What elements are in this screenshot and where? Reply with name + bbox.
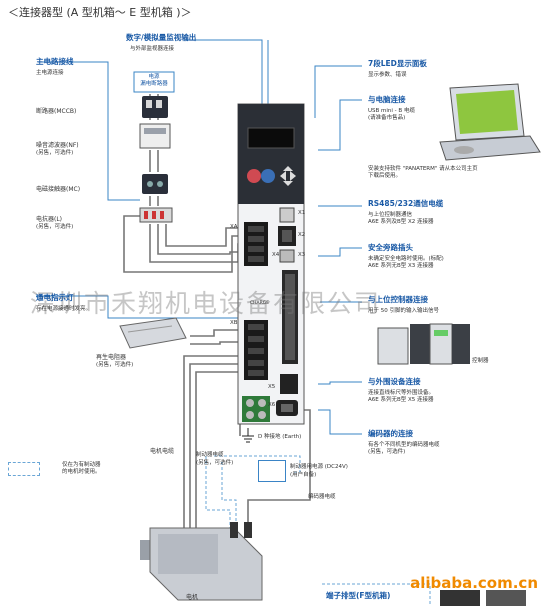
motor-cable-label: 电机电缆 [150,448,175,455]
encoder-cable-label: 编码器电缆 [308,494,336,500]
dash-legend-box [8,462,40,476]
rs485-sub: 与上位控制器通信 A6E 系列及B型 X2 连接器 [368,212,434,225]
brake-cable-label: 制动器电缆 [196,452,224,458]
main-power-title: 主电路接线 [36,57,74,66]
right-button [290,171,296,181]
host-title: 与上位控制器连接 [368,295,428,304]
safety-title: 安全旁路插头 [368,243,413,252]
mode-button [247,169,261,183]
brake-power-sub: (用户自备) [290,472,317,478]
noise-filter-icon [139,123,171,149]
leader-monitor [186,39,263,118]
pc-sub: USB mini - B 电缆 (请准备市售品) [368,108,415,121]
port-x3: X3 [298,252,306,258]
left-button [280,171,286,181]
ground-label: D 种接地 (Earth) [258,434,302,440]
page-title: ＜连接器型 (A 型机箱～ E 型机箱 )＞ [8,6,192,19]
leader-pc [318,99,362,151]
external-title: 与外围设备连接 [368,377,421,386]
monitor-output-sub: 与外部监视器连接 [130,46,175,52]
pc-title: 与电脑连接 [368,95,406,104]
noise-filter-sub: (另售，可选件) [36,150,74,156]
main-power-sub: 主电源连接 [36,70,64,76]
laptop-icon [439,83,541,161]
pc-software-note: 安装支持软件 "PANATERM" 请从本公司主页 下载后使用。 [368,166,478,179]
leader-safety [318,247,362,257]
regen-label: 再生电阻器 [96,354,127,361]
leader-encoder [318,409,362,435]
port-xb: XB [230,320,238,326]
port-x6: X6 [268,402,276,408]
led-display [247,127,295,149]
port-x2: X2 [298,232,306,238]
terminal-block-icon [440,590,526,606]
motor-label: 电机 [186,594,199,601]
set-button [261,169,275,183]
breaker-label: 断路器(MCCB) [36,108,77,115]
brake-power-label: 制动器用电源 (DC24V) [290,464,348,470]
controller-label: 控制器 [472,358,489,364]
x3-port [279,249,295,263]
rs485-title: RS485/232通信电缆 [368,199,444,208]
encoder-sub: 有各个不同机型的编码器电缆 (另售，可选件) [368,442,440,455]
led-panel-sub: 显示参数、错误 [368,72,407,78]
safety-sub: 未确定安全电路时使用。(标配) A6E 系列无B型 X3 连接器 [368,256,444,269]
x1-port [279,207,295,223]
brake-power-box [258,460,286,482]
contactor-icon [142,174,168,194]
controller-icon [377,323,470,365]
up-button [283,166,293,171]
host-sub: 用于 50 引脚的输入输出信号 [368,308,439,314]
ground-terminal [242,396,270,422]
brake-wire [205,456,231,530]
breaker-box-label: 电源 漏电断路器 [140,74,168,87]
port-x4: X4 [272,252,280,258]
leader-external [318,381,362,385]
led-panel-title: 7段LED显示面板 [368,59,427,68]
port-x5: X5 [268,384,276,390]
port-x1: X1 [298,210,306,216]
leader-led [314,65,362,118]
servo-driver [237,103,305,425]
noise-filter-label: 噪音滤波器(NF) [36,142,79,149]
charge-label: CHARGE [250,301,270,306]
breaker-icon [133,71,175,118]
external-sub: 连接直线标尺等外围设备。 A6E 系列无B型 X5 连接器 [368,390,435,403]
terminal-block-label: 端子排型(F型机箱) [326,591,391,600]
lamp-title: 通电指示灯 [36,293,74,302]
encoder-title: 编码器的连接 [368,429,413,438]
regen-resistor-icon [119,317,187,349]
regen-sub: (另售，可选件) [96,362,134,368]
lamp-sub: 存在电源接通时发亮。 [36,306,92,312]
leader-main [38,61,140,201]
reactor-icon [139,207,173,223]
reactor-label: 电抗器(L) [36,216,63,223]
brand-watermark: alibaba.com.cn [410,574,538,592]
port-xa: XA [230,224,238,230]
reactor-sub: (另售，可选件) [36,224,74,230]
watermark-text: 深圳市禾翔机电设备有限公司 [30,289,382,318]
contactor-label: 电磁接触器(MC) [36,186,81,193]
servo-motor-icon [140,522,263,601]
down-button [283,181,293,186]
x5-port [280,374,298,394]
monitor-output-title: 数字/模拟量监视输出 [126,33,197,42]
brake-cable-sub: (另售，可选件) [196,460,234,466]
dash-legend-text: 仅在为有制动器 的电机时使用。 [62,462,101,475]
